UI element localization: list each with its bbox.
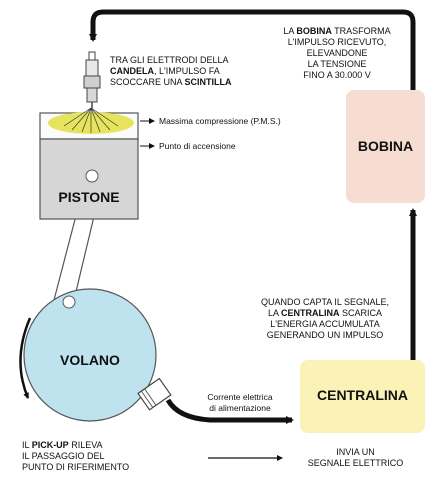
piston-pin — [85, 169, 99, 183]
corrente-note-line2: di alimentazione — [209, 403, 271, 413]
crank-pin — [62, 295, 76, 309]
bobina-note-line4: LA TENSIONE — [307, 59, 367, 69]
bobina-label: BOBINA — [357, 138, 414, 154]
candela-note-line3: SCOCCARE UNA SCINTILLA — [110, 77, 232, 87]
pickup-note-line2: IL PASSAGGIO DEL — [22, 451, 105, 461]
pickup-sensor — [137, 377, 172, 411]
bobina-note-line2: L'IMPULSO RICEVUTO, — [287, 37, 387, 47]
volano-to-centralina-arrow — [165, 398, 294, 424]
volano-label: VOLANO — [60, 352, 120, 368]
bobina-box — [346, 90, 425, 203]
centralina-label: CENTRALINA — [317, 387, 408, 403]
centralina-note-line4: GENERANDO UN IMPULSO — [266, 330, 384, 340]
pickup-note-line3: PUNTO DI RIFERIMENTO — [22, 462, 130, 472]
volano-circle — [23, 288, 157, 422]
pickup-note-line1: IL PICK-UP RILEVA — [22, 440, 103, 450]
centralina-note-line3: L'ENERGIA ACCUMULATA — [270, 319, 380, 329]
bobina-to-candela-arrow — [89, 9, 416, 90]
rotation-arrow — [19, 317, 32, 399]
candela-note: TRA GLI ELETTRODI DELLA CANDELA, L'IMPUL… — [110, 55, 260, 88]
bobina-note-line5: FINO A 30.000 V — [303, 70, 371, 80]
centralina-box — [300, 360, 425, 433]
candela-note-line1: TRA GLI ELETTRODI DELLA — [110, 55, 229, 65]
pistone-label: PISTONE — [58, 189, 120, 205]
accensione-label: Punto di accensione — [159, 141, 236, 151]
centralina-note-line1: QUANDO CAPTA IL SEGNALE, — [260, 297, 390, 307]
corrente-note: Corrente elettrica di alimentazione — [192, 392, 288, 414]
centralina-note: QUANDO CAPTA IL SEGNALE, LA CENTRALINA S… — [240, 297, 410, 341]
bobina-note-line3: ELEVANDONE — [306, 48, 368, 58]
connecting-rod — [53, 207, 97, 301]
centralina-note-line2: LA CENTRALINA SCARICA — [267, 308, 383, 318]
pms-label: Massima compressione (P.M.S.) — [159, 116, 281, 126]
corrente-note-line1: Corrente elettrica — [207, 392, 273, 402]
bobina-note: LA BOBINA TRASFORMA L'IMPULSO RICEVUTO, … — [262, 26, 412, 81]
candela — [83, 51, 101, 110]
segnale-note: INVIA UN SEGNALE ELETTRICO — [288, 447, 423, 469]
segnale-note-line1: INVIA UN — [336, 447, 375, 457]
bobina-note-line1: LA BOBINA TRASFORMA — [283, 26, 391, 36]
pickup-note: IL PICK-UP RILEVA IL PASSAGGIO DEL PUNTO… — [22, 440, 202, 473]
segnale-note-line2: SEGNALE ELETTRICO — [307, 458, 404, 468]
spark-rays — [63, 107, 119, 133]
candela-note-line2: CANDELA, L'IMPULSO FA — [110, 66, 220, 76]
